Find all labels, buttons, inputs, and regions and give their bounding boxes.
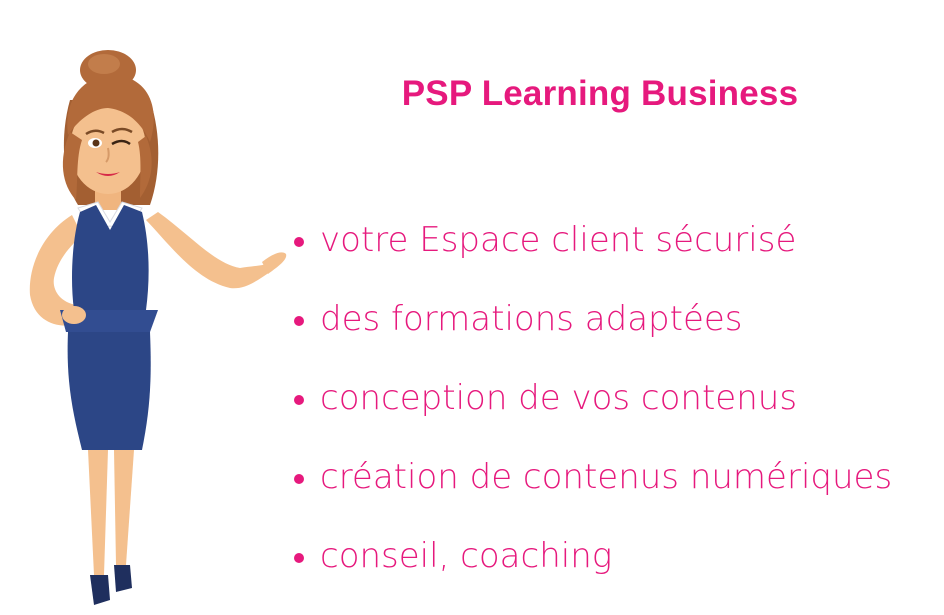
list-item-label: des formations adaptées [320, 299, 743, 339]
bullet-dot-icon [294, 395, 304, 405]
bullet-dot-icon [294, 474, 304, 484]
bullet-dot-icon [294, 316, 304, 326]
list-item-label: votre Espace client sécurisé [320, 220, 797, 260]
list-item-label: conception de vos contenus [320, 378, 798, 418]
bullet-dot-icon [294, 237, 304, 247]
list-item-label: conseil, coaching [320, 536, 613, 576]
list-item: conseil, coaching [294, 534, 892, 613]
list-item: votre Espace client sécurisé [294, 218, 892, 297]
list-item: création de contenus numériques [294, 455, 892, 534]
list-item: conception de vos contenus [294, 376, 892, 455]
feature-list: votre Espace client sécurisé des formati… [294, 218, 892, 613]
page-title: PSP Learning Business [401, 74, 799, 113]
list-item-label: création de contenus numériques [320, 457, 893, 497]
list-item: des formations adaptées [294, 297, 892, 376]
bullet-dot-icon [294, 553, 304, 563]
businesswoman-illustration [29, 50, 287, 605]
